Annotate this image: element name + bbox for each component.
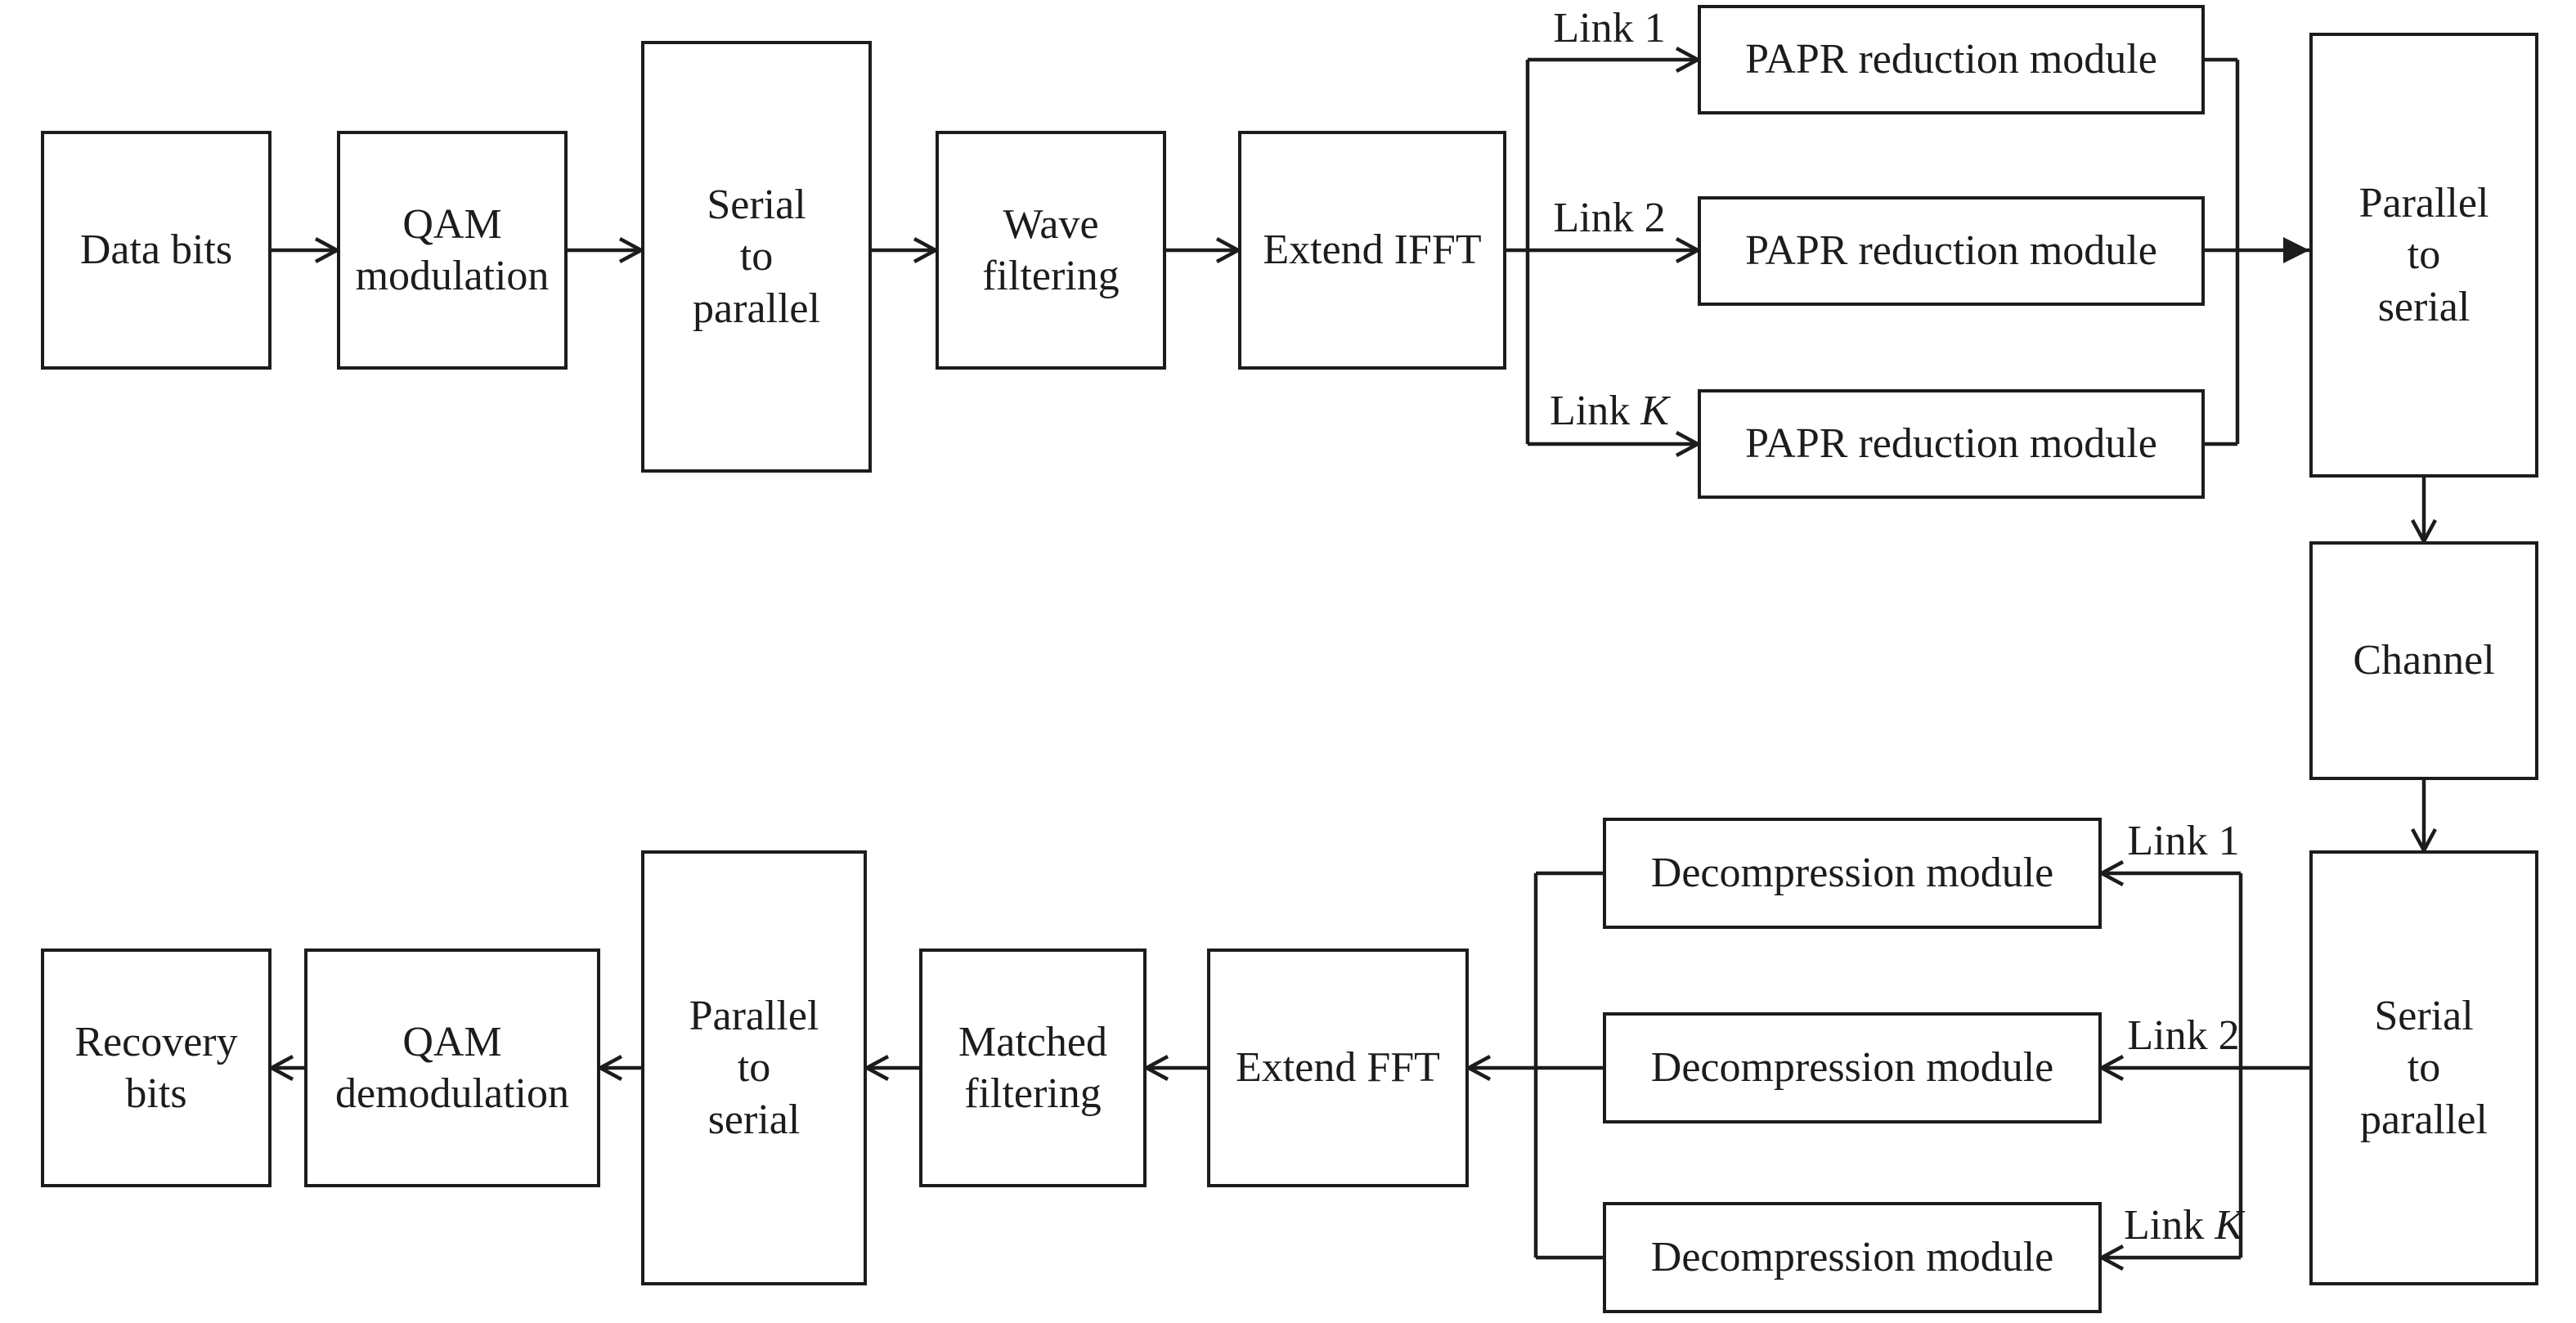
arrowhead-matched — [1142, 1055, 1169, 1081]
node-wave-filtering: Wave filtering — [936, 131, 1166, 370]
link-label-rx-1-prefix: Link — [2127, 818, 2219, 864]
node-serial-to-parallel-tx: Serial to parallel — [641, 41, 872, 473]
node-extend-fft: Extend FFT — [1207, 949, 1469, 1187]
arrowhead-recovery — [267, 1055, 294, 1081]
link-label-tx-2-prefix: Link — [1553, 195, 1645, 241]
link-label-tx-k: Link K — [1536, 388, 1683, 434]
rx-split-connectors — [2098, 860, 2309, 1271]
node-papr-module-3: PAPR reduction module — [1698, 389, 2205, 499]
link-label-rx-k: Link K — [2110, 1202, 2257, 1249]
arrowhead-decomp2 — [2098, 1055, 2125, 1081]
node-extend-ifft: Extend IFFT — [1238, 131, 1506, 370]
link-label-tx-2: Link 2 — [1536, 195, 1683, 241]
link-label-tx-k-id: K — [1640, 388, 1669, 434]
link-label-rx-1: Link 1 — [2110, 818, 2257, 864]
rx-chain-connectors — [267, 1055, 1207, 1081]
node-label-papr-module-3: PAPR reduction module — [1745, 420, 2157, 468]
node-recovery-bits: Recovery bits — [41, 949, 272, 1187]
arrowhead-qamdemod — [596, 1055, 623, 1081]
link-label-rx-2-prefix: Link — [2127, 1012, 2219, 1059]
arrowhead-fft — [1465, 1055, 1492, 1081]
node-label-serial-to-parallel-rx: Serial to parallel — [2360, 992, 2488, 1143]
node-label-papr-module-2: PAPR reduction module — [1745, 227, 2157, 275]
node-label-matched-filtering: Matched filtering — [958, 1018, 1107, 1117]
node-decompression-module-3: Decompression module — [1603, 1202, 2102, 1313]
node-channel: Channel — [2309, 541, 2538, 780]
node-parallel-to-serial-tx: Parallel to serial — [2309, 33, 2538, 478]
arrowhead-decomp1 — [2098, 860, 2125, 886]
arrowhead-p2s-rx — [863, 1055, 890, 1081]
node-label-qam-demodulation: QAM demodulation — [335, 1018, 569, 1117]
node-label-extend-ifft: Extend IFFT — [1263, 226, 1482, 274]
arrowhead-filled-p2s — [2283, 237, 2309, 263]
node-label-qam-modulation: QAM modulation — [355, 200, 550, 299]
node-label-recovery-bits: Recovery bits — [74, 1018, 238, 1117]
link-label-rx-1-id: 1 — [2218, 818, 2240, 864]
node-qam-demodulation: QAM demodulation — [304, 949, 600, 1187]
link-label-tx-1-id: 1 — [1644, 5, 1666, 52]
link-label-rx-2: Link 2 — [2110, 1012, 2257, 1059]
node-label-parallel-to-serial-rx: Parallel to serial — [689, 992, 819, 1143]
node-label-serial-to-parallel-tx: Serial to parallel — [693, 181, 820, 332]
node-label-papr-module-1: PAPR reduction module — [1745, 36, 2157, 83]
rx-merge-connectors — [1465, 871, 1603, 1260]
arrowhead-decomp3 — [2098, 1245, 2125, 1271]
link-label-rx-2-id: 2 — [2218, 1012, 2240, 1059]
node-papr-module-1: PAPR reduction module — [1698, 5, 2205, 114]
node-data-bits: Data bits — [41, 131, 272, 370]
node-label-decompression-module-1: Decompression module — [1650, 850, 2054, 897]
node-matched-filtering: Matched filtering — [919, 949, 1147, 1187]
node-decompression-module-2: Decompression module — [1603, 1012, 2102, 1123]
node-label-decompression-module-2: Decompression module — [1650, 1044, 2054, 1092]
link-label-tx-2-id: 2 — [1644, 195, 1666, 241]
node-parallel-to-serial-rx: Parallel to serial — [641, 850, 867, 1285]
node-label-parallel-to-serial-tx: Parallel to serial — [2358, 179, 2489, 330]
link-label-rx-k-prefix: Link — [2124, 1202, 2215, 1249]
link-label-tx-k-prefix: Link — [1550, 388, 1641, 434]
node-decompression-module-1: Decompression module — [1603, 818, 2102, 929]
tx-merge-connectors — [2205, 57, 2309, 446]
node-papr-module-2: PAPR reduction module — [1698, 196, 2205, 306]
link-label-tx-1: Link 1 — [1536, 5, 1683, 52]
link-label-tx-1-prefix: Link — [1553, 5, 1645, 52]
node-label-decompression-module-3: Decompression module — [1650, 1234, 2054, 1281]
node-label-extend-fft: Extend FFT — [1236, 1044, 1440, 1092]
link-label-rx-k-id: K — [2215, 1202, 2243, 1249]
node-label-wave-filtering: Wave filtering — [982, 200, 1120, 299]
node-label-data-bits: Data bits — [79, 226, 233, 274]
node-qam-modulation: QAM modulation — [337, 131, 568, 370]
node-label-channel: Channel — [2353, 637, 2495, 684]
node-serial-to-parallel-rx: Serial to parallel — [2309, 850, 2538, 1285]
